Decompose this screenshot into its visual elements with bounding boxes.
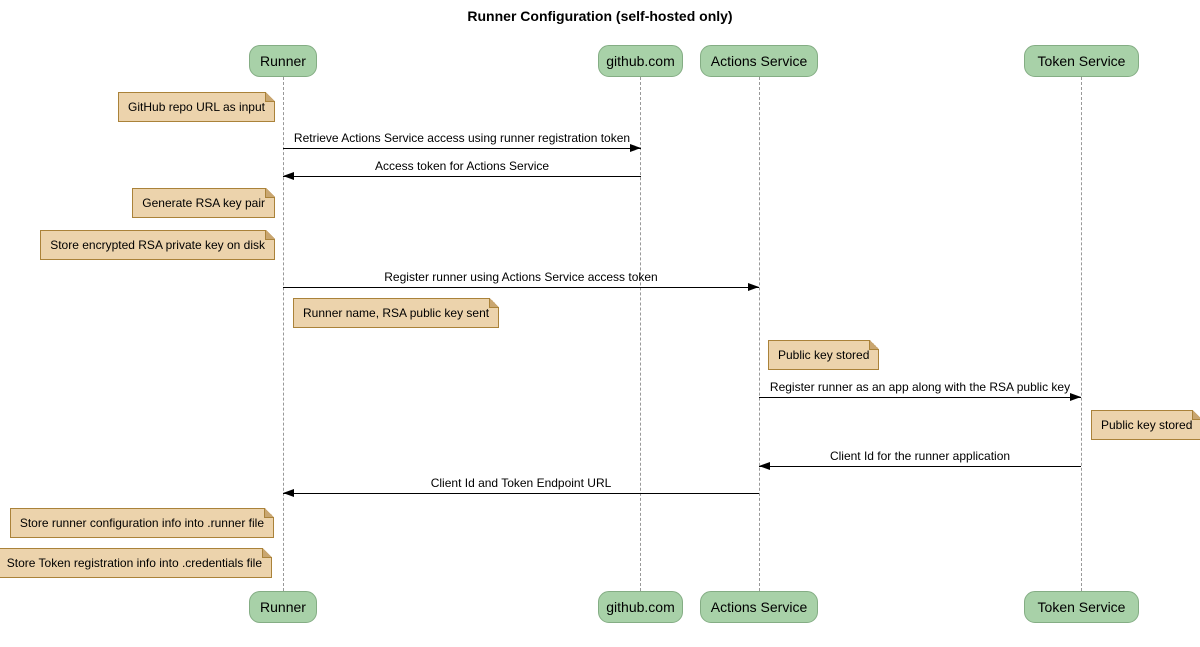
message-label: Retrieve Actions Service access using ru…: [293, 131, 631, 145]
note: GitHub repo URL as input: [118, 92, 275, 122]
participant-runner-bottom: Runner: [249, 591, 317, 623]
note-text: Public key stored: [1101, 418, 1193, 432]
diagram-title: Runner Configuration (self-hosted only): [467, 8, 733, 24]
note-text: GitHub repo URL as input: [128, 100, 265, 114]
participant-token-service-bottom: Token Service: [1024, 591, 1139, 623]
note: Store runner configuration info into .ru…: [9, 508, 274, 538]
arrowhead-right-icon: [630, 144, 641, 152]
note-fold-icon: [265, 188, 275, 198]
message-line: [283, 287, 759, 288]
message-line: [283, 493, 759, 494]
participant-label: Token Service: [1037, 53, 1126, 69]
note-fold-icon: [1192, 410, 1200, 420]
participant-label: Token Service: [1037, 599, 1126, 615]
note-fold-icon: [262, 548, 272, 558]
participant-github-top: github.com: [598, 45, 683, 77]
note-text: Store Token registration info into .cred…: [6, 556, 262, 570]
participant-label: github.com: [606, 599, 675, 615]
note: Runner name, RSA public key sent: [293, 298, 500, 328]
note-fold-icon: [264, 508, 274, 518]
note: Store encrypted RSA private key on disk: [40, 230, 275, 260]
lifeline-actions-service: [759, 77, 760, 591]
participant-github-bottom: github.com: [598, 591, 683, 623]
message-line: [283, 148, 641, 149]
message-label: Access token for Actions Service: [374, 159, 550, 173]
message-label: Client Id for the runner application: [829, 449, 1011, 463]
message-label: Register runner as an app along with the…: [769, 380, 1071, 394]
message-line: [759, 466, 1081, 467]
participant-label: Runner: [260, 599, 306, 615]
message-line: [283, 176, 641, 177]
note: Generate RSA key pair: [132, 188, 275, 218]
arrowhead-left-icon: [283, 172, 294, 180]
note-fold-icon: [869, 340, 880, 350]
lifeline-token-service: [1081, 77, 1082, 591]
message-label: Register runner using Actions Service ac…: [384, 270, 658, 284]
note: Public key stored: [768, 340, 880, 370]
message-label: Client Id and Token Endpoint URL: [430, 476, 612, 490]
arrowhead-left-icon: [759, 462, 770, 470]
lifeline-runner: [283, 77, 284, 591]
message-line: [759, 397, 1081, 398]
arrowhead-left-icon: [283, 489, 294, 497]
participant-actions-service-bottom: Actions Service: [700, 591, 818, 623]
lifeline-github: [640, 77, 641, 591]
participant-label: Runner: [260, 53, 306, 69]
note-text: Generate RSA key pair: [142, 196, 265, 210]
note-text: Store runner configuration info into .ru…: [19, 516, 264, 530]
note: Store Token registration info into .cred…: [0, 548, 272, 578]
participant-label: Actions Service: [710, 53, 808, 69]
participant-label: Actions Service: [710, 599, 808, 615]
participant-actions-service-top: Actions Service: [700, 45, 818, 77]
note-text: Runner name, RSA public key sent: [303, 306, 490, 320]
note-fold-icon: [489, 298, 500, 308]
note-text: Store encrypted RSA private key on disk: [50, 238, 265, 252]
arrowhead-right-icon: [1070, 393, 1081, 401]
participant-token-service-top: Token Service: [1024, 45, 1139, 77]
participant-runner-top: Runner: [249, 45, 317, 77]
note-fold-icon: [265, 230, 275, 240]
note-fold-icon: [265, 92, 275, 102]
arrowhead-right-icon: [748, 283, 759, 291]
note: Public key stored: [1091, 410, 1200, 440]
note-text: Public key stored: [778, 348, 870, 362]
participant-label: github.com: [606, 53, 675, 69]
